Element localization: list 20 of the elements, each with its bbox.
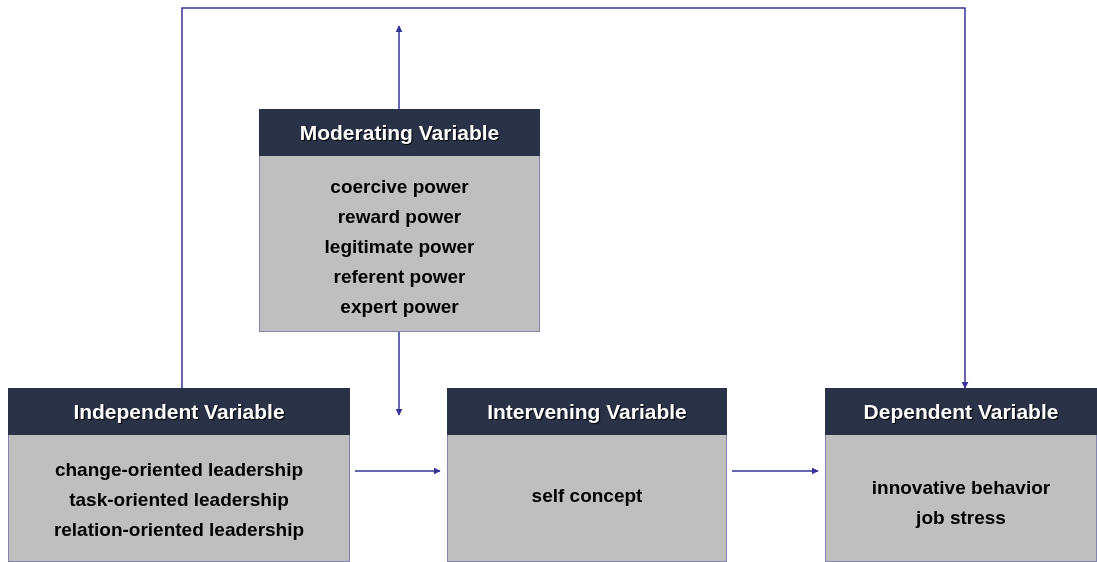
variable-item: legitimate power <box>324 235 475 259</box>
variable-item: referent power <box>333 265 466 289</box>
variable-item: coercive power <box>330 175 469 199</box>
variable-item: task-oriented leadership <box>69 488 289 512</box>
arrow <box>395 25 403 110</box>
variable-item: change-oriented leadership <box>54 458 304 482</box>
variable-item: expert power <box>340 295 459 319</box>
box-heading: Moderating Variable <box>259 109 540 156</box>
variable-item: reward power <box>337 205 462 229</box>
box-heading: Independent Variable <box>8 388 350 435</box>
arrow <box>354 467 441 475</box>
box-heading: Intervening Variable <box>447 388 727 435</box>
box-heading: Dependent Variable <box>825 388 1097 435</box>
variable-item: relation-oriented leadership <box>53 518 305 542</box>
variable-item: self concept <box>531 484 643 508</box>
arrow <box>395 331 403 416</box>
arrow <box>181 7 969 389</box>
variable-item: innovative behavior <box>871 476 1051 500</box>
variable-item: job stress <box>916 506 1006 530</box>
arrow <box>731 467 819 475</box>
